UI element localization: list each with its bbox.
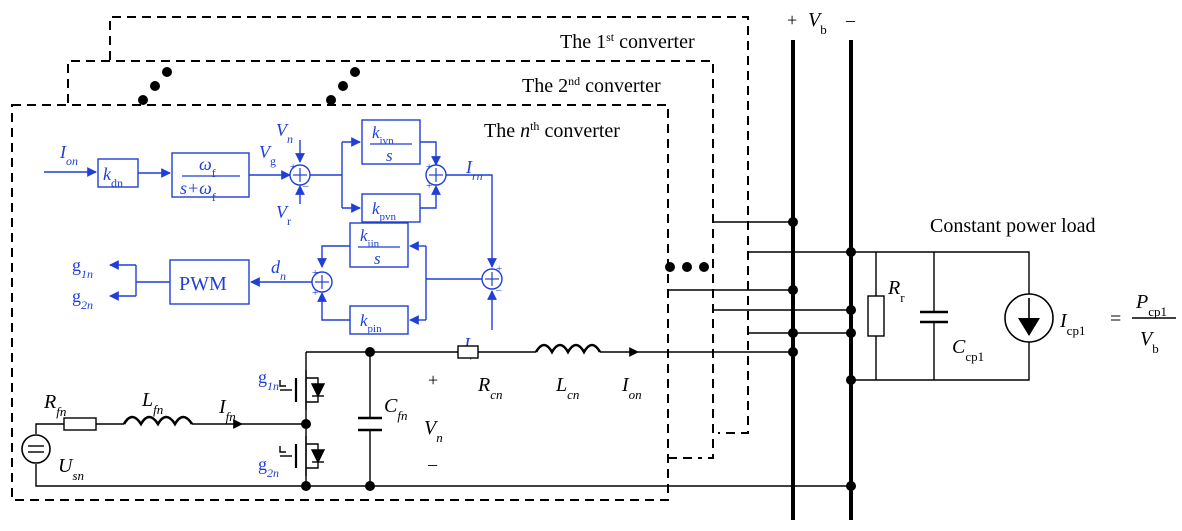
current-error-junction	[481, 268, 503, 290]
voltage-pi-wiring	[310, 137, 441, 213]
switch-g2-label: g2n	[258, 454, 279, 480]
kii-den: s	[374, 249, 381, 268]
output-inductor-lcn	[534, 343, 602, 355]
filter-capacitor-cfn	[358, 416, 382, 432]
current-integral-block	[349, 222, 409, 268]
svg-text:–: –	[302, 180, 309, 192]
ellipsis-dots-right	[665, 262, 709, 272]
voltage-sum-junction	[289, 164, 311, 186]
converter-n-frame	[11, 104, 669, 501]
lpf-denominator: s+ωf	[180, 178, 216, 204]
load-current-label: Icp1	[1059, 310, 1085, 338]
load-resistor-rr	[867, 295, 885, 337]
svg-text:+: +	[312, 287, 318, 299]
dn-label: dn	[271, 257, 286, 283]
converter-bus-connections	[668, 221, 851, 487]
load-wiring	[793, 251, 1030, 381]
converter-2-frame	[67, 60, 714, 459]
load-voltage-label: Vb	[1140, 328, 1159, 356]
svg-text:+: +	[312, 267, 318, 279]
current-pi-wiring	[317, 241, 482, 325]
droop-gain-label: kdn	[103, 164, 123, 190]
converter-1-label: The 1st converter	[560, 30, 695, 53]
svg-text:+: +	[426, 180, 432, 192]
current-prop-block	[349, 305, 409, 335]
kiv-den: s	[386, 146, 393, 165]
vn-label: Vn	[424, 417, 443, 445]
vg-label: Vg	[259, 142, 276, 168]
bus-voltage-label: Vb	[808, 9, 827, 37]
lfn-label: Lfn	[141, 389, 163, 417]
irn-label: Irn	[465, 157, 483, 183]
svg-text:+: +	[426, 161, 432, 173]
bus-minus-label: –	[845, 10, 856, 30]
svg-text:+: +	[496, 263, 502, 275]
output-resistor-rcn	[457, 345, 479, 359]
usn-label: Usn	[58, 455, 84, 483]
irn-path	[446, 174, 497, 268]
voltage-pi-sum-junction	[425, 164, 447, 186]
load-title: Constant power load	[930, 215, 1096, 237]
lcn-label: Lcn	[555, 374, 579, 402]
pwm-g1-label: g1n	[72, 255, 93, 281]
upper-switch-icon	[279, 370, 326, 410]
switch-g1-label: g1n	[258, 367, 279, 393]
load-capacitor-label: Ccp1	[952, 336, 984, 364]
ellipsis-dots-mid	[326, 67, 360, 105]
load-equals: =	[1110, 308, 1121, 330]
power-stage-wiring	[35, 347, 668, 487]
vr-label: Vr	[276, 202, 291, 228]
voltage-integral-block	[361, 119, 421, 165]
svg-text:+: +	[290, 161, 296, 173]
rfn-label: Rfn	[43, 391, 66, 419]
low-pass-filter-block	[171, 152, 250, 198]
converter-n-label: The nth converter	[484, 119, 620, 142]
kpv-label: kpvn	[372, 199, 397, 223]
pwm-g2-label: g2n	[72, 286, 93, 312]
svg-text:–: –	[495, 284, 502, 296]
voltage-source-icon	[21, 434, 51, 464]
pwm-block	[169, 259, 250, 305]
load-rr-label: Rr	[887, 277, 905, 305]
converter-2-label: The 2nd converter	[522, 74, 661, 97]
current-source-icon	[1004, 293, 1054, 343]
junction-sign-labels: + – + + + – + +	[290, 161, 502, 299]
voltage-prop-block	[361, 193, 421, 223]
bus-plus-label: +	[787, 10, 797, 30]
filter-resistor-rfn	[63, 417, 97, 431]
ifn-label: Ifn	[218, 396, 236, 424]
pwm-output-wiring	[109, 260, 170, 301]
pwm-label: PWM	[179, 273, 227, 295]
power-junction-dots	[301, 347, 375, 491]
kpi-label: kpin	[360, 311, 382, 335]
ion-output-label: Ion	[621, 374, 642, 402]
lower-switch-icon	[279, 436, 326, 476]
vn-plus-label: +	[428, 370, 438, 390]
droop-gain-block	[97, 158, 139, 188]
rcn-label: Rcn	[477, 374, 503, 402]
bus-junction-dots	[788, 217, 856, 491]
filter-inductor-lfn	[122, 415, 194, 427]
cfn-label: Cfn	[384, 395, 407, 423]
lpf-numerator: ωf	[199, 154, 216, 180]
load-power-label: Pcp1	[1135, 291, 1167, 319]
vn-ref-label: Vn	[276, 120, 293, 146]
converter-1-frame	[109, 16, 749, 434]
ellipsis-dots-left	[138, 67, 172, 105]
vn-minus-label: –	[427, 454, 438, 474]
ion-input-label: Ion	[59, 142, 78, 168]
load-capacitor	[920, 310, 948, 324]
